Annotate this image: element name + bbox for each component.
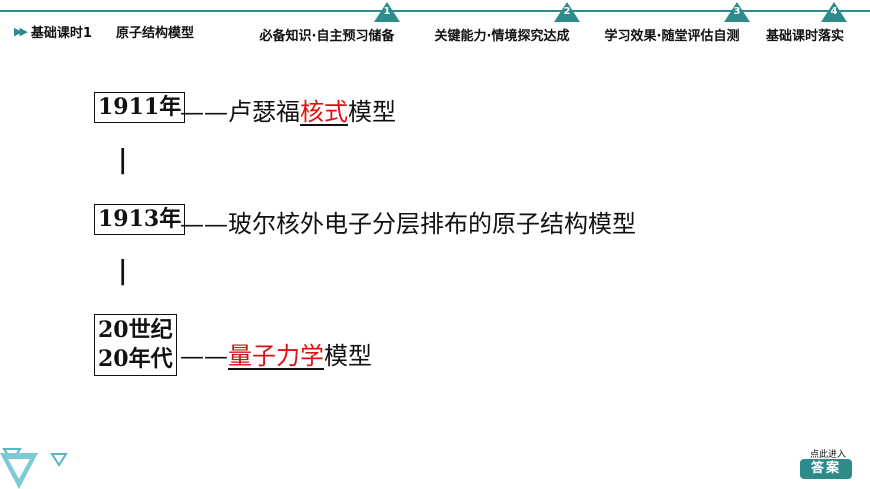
tab-essential-knowledge[interactable]: 1 必备知识·自主预习储备 <box>254 2 400 44</box>
tab-label: 学习效果·随堂评估自测 <box>604 29 740 44</box>
timeline-connector: | <box>118 145 128 175</box>
year-line: 20年代 <box>98 346 173 372</box>
header-divider <box>0 10 870 12</box>
breadcrumb-subtitle: 原子结构模型 <box>115 26 194 41</box>
double-arrow-icon: ▶▶ <box>14 25 28 38</box>
timeline-text: —— <box>180 342 228 370</box>
timeline-text: ——玻尔核外电子分层排布的原子结构模型 <box>180 210 636 238</box>
tab-label: 必备知识·自主预习储备 <box>259 29 395 44</box>
tab-learning-effect[interactable]: 3 学习效果·随堂评估自测 <box>594 2 750 44</box>
breadcrumb: ▶▶ 基础课时1 原子结构模型 <box>14 22 194 41</box>
timeline-item-1920s: ——量子力学模型 <box>180 336 372 371</box>
timeline-item-1911: ——卢瑟福核式模型 <box>180 92 396 127</box>
tab-number-badge: 4 <box>821 2 847 22</box>
timeline-connector: | <box>118 256 128 286</box>
top-navigation-bar: ▶▶ 基础课时1 原子结构模型 1 必备知识·自主预习储备 2 关键能力·情境探… <box>0 0 870 46</box>
answer-highlight: 量子力学 <box>228 342 324 370</box>
answer-button[interactable]: 点此进入 答案 <box>800 447 858 481</box>
year-box-1911: 1911年 <box>94 92 186 123</box>
timeline-text: 模型 <box>324 342 372 370</box>
tab-key-abilities[interactable]: 2 关键能力·情境探究达成 <box>424 2 580 44</box>
year-box-1913: 1913年 <box>94 204 186 235</box>
answer-hint: 点此进入 <box>810 450 847 460</box>
timeline-text: ——卢瑟福 <box>180 98 300 126</box>
timeline-item-1913: ——玻尔核外电子分层排布的原子结构模型 <box>180 204 636 239</box>
tab-number-badge: 2 <box>554 2 580 22</box>
tab-label: 关键能力·情境探究达成 <box>434 29 570 44</box>
tab-number-badge: 3 <box>724 2 750 22</box>
breadcrumb-title: 基础课时1 <box>30 26 92 41</box>
year-box-1920s: 20世纪 20年代 <box>94 314 177 376</box>
answer-label: 答案 <box>800 459 852 479</box>
tab-basic-implementation[interactable]: 4 基础课时落实 <box>763 2 847 44</box>
tab-number-badge: 1 <box>374 2 400 22</box>
decorative-triangles-icon <box>0 448 68 489</box>
timeline-text: 模型 <box>348 98 396 126</box>
answer-highlight: 核式 <box>300 98 348 126</box>
year-line: 20世纪 <box>98 317 173 343</box>
tab-label: 基础课时落实 <box>765 29 844 44</box>
